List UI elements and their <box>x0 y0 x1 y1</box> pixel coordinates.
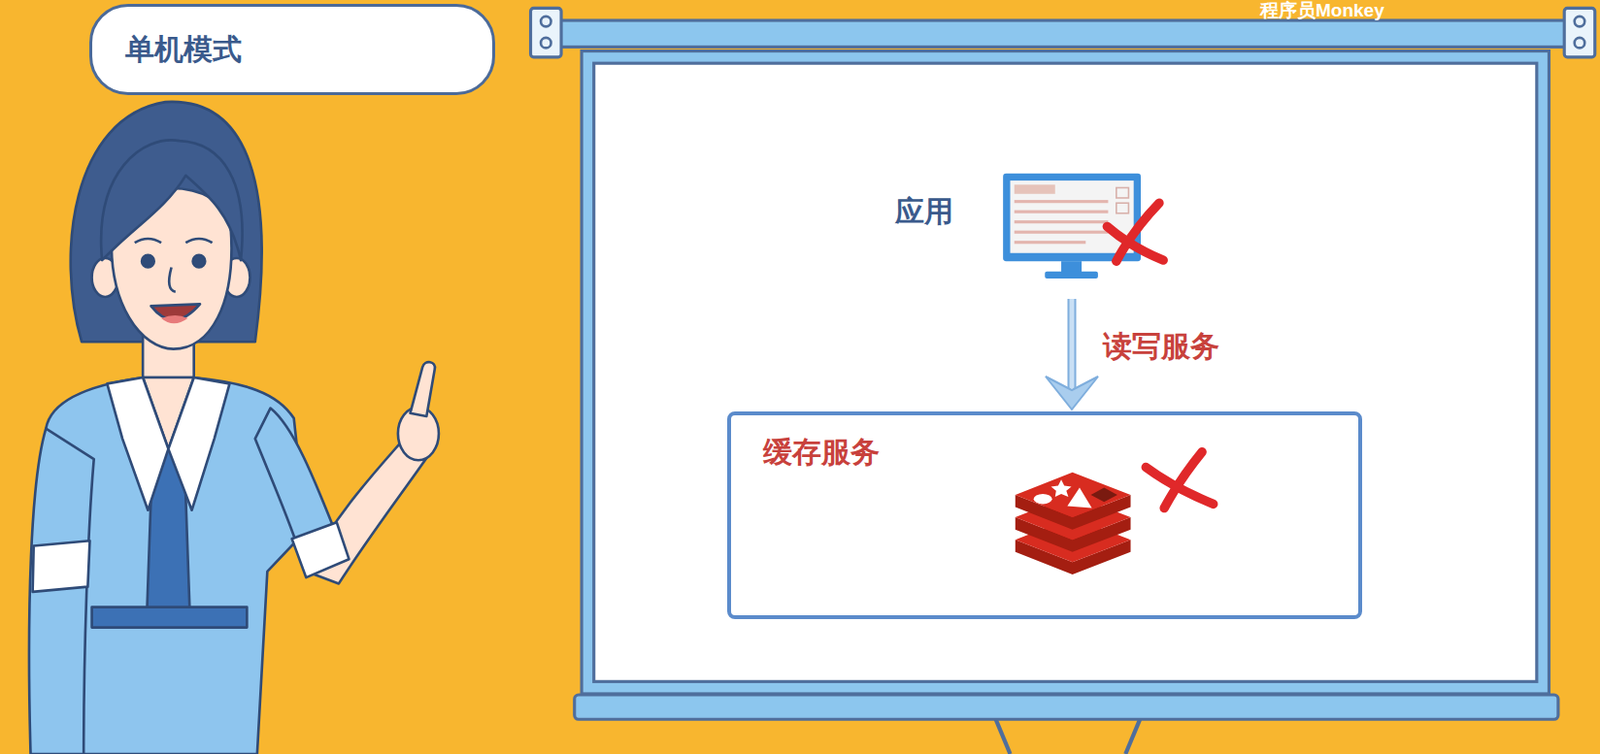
red-cross-mark <box>1106 202 1164 262</box>
arrow-shaft-outline <box>1067 299 1077 389</box>
app-monitor-node: 应用 <box>895 172 1144 282</box>
node-label: 应用 <box>895 194 954 230</box>
arrow-head <box>1045 376 1099 410</box>
cache-service-box: 缓存服务 <box>727 411 1363 620</box>
redis-icon <box>1015 472 1132 575</box>
red-cross-mark <box>1145 452 1213 509</box>
flow-arrow <box>1045 299 1099 410</box>
edge-label: 读写服务 <box>1102 329 1220 365</box>
node-label: 缓存服务 <box>763 434 880 470</box>
arrow-shaft <box>1069 299 1075 389</box>
watermark-text: 程序员Monkey <box>1260 0 1385 20</box>
node-label: 单机模式 <box>125 32 242 67</box>
mode-title-box: 单机模式 <box>89 3 496 96</box>
presenter-figure <box>29 101 439 754</box>
projector-screen <box>531 7 1596 754</box>
